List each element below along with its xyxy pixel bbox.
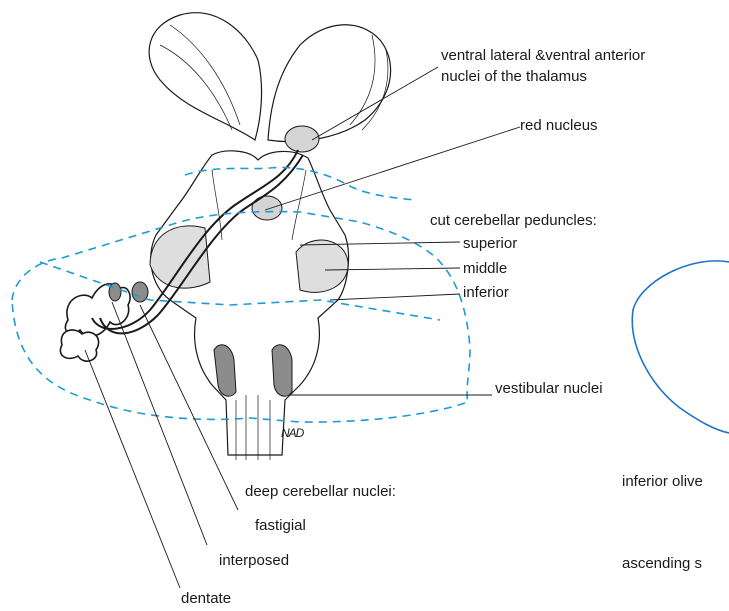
label-fastigial: fastigial <box>255 517 306 535</box>
label-vestibular-nuclei: vestibular nuclei <box>495 380 603 398</box>
label-ascending: ascending s <box>622 555 702 573</box>
label-deep-nuclei-heading: deep cerebellar nuclei: <box>245 483 396 501</box>
label-superior: superior <box>463 235 517 253</box>
thalamus <box>149 13 391 142</box>
red-nucleus <box>252 196 282 220</box>
label-interposed: interposed <box>219 552 289 570</box>
label-thalamus-line1: ventral lateral &ventral anterior <box>441 47 645 65</box>
label-thalamus-line2: nuclei of the thalamus <box>441 68 587 86</box>
label-middle: middle <box>463 260 507 278</box>
brainstem <box>151 151 349 460</box>
label-dentate: dentate <box>181 590 231 608</box>
label-inferior-olive: inferior olive <box>622 473 703 491</box>
label-red-nucleus: red nucleus <box>520 117 598 135</box>
right-panel-outline <box>632 261 729 433</box>
label-inferior: inferior <box>463 284 509 302</box>
fastigial-nucleus <box>132 282 148 302</box>
signature: NAD <box>281 426 303 440</box>
label-peduncles-heading: cut cerebellar peduncles: <box>430 212 597 230</box>
